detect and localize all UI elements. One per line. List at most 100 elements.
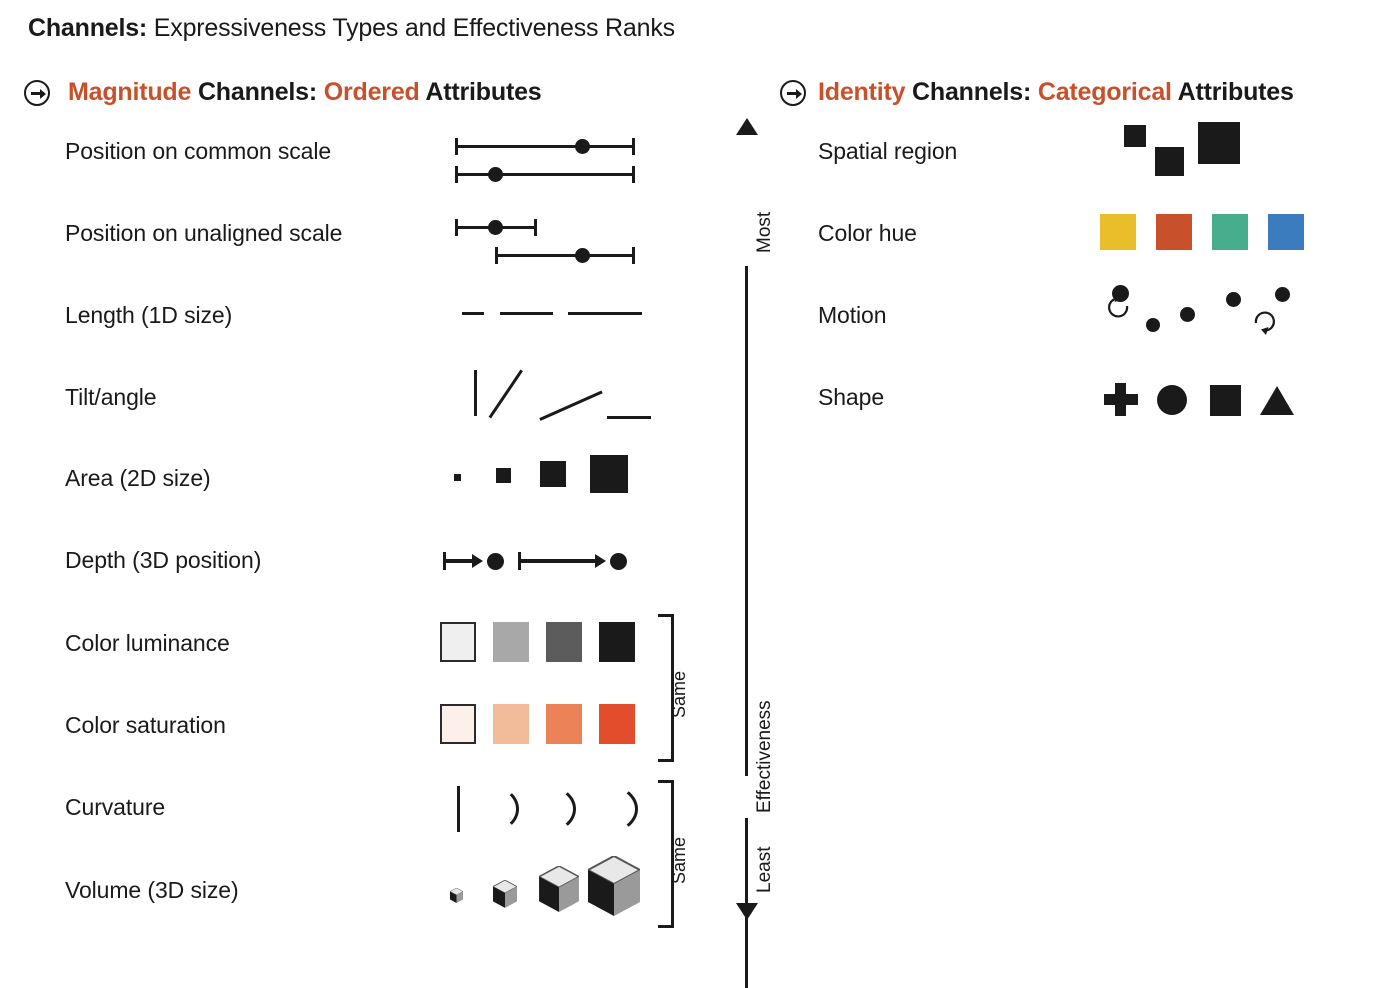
triangle-down-icon — [736, 903, 758, 920]
axis-label-effectiveness: Effectiveness — [754, 700, 775, 813]
square-icon — [1210, 385, 1241, 416]
row-label-length: Length (1D size) — [65, 302, 233, 328]
unaligned-cap-left-2 — [495, 247, 499, 264]
row-label-curvature: Curvature — [65, 794, 166, 820]
unaligned-cap-right-1 — [534, 219, 538, 236]
circled-arrow-right-icon — [780, 80, 806, 106]
header-mid-channels: Channels: — [905, 78, 1038, 106]
magnitude-channels-header: Magnitude Channels: Ordered Attributes — [68, 78, 542, 107]
row-label-tilt-angle: Tilt/angle — [65, 384, 157, 410]
header-accent-magnitude: Magnitude — [68, 78, 192, 106]
header-accent-ordered: Ordered — [323, 78, 420, 106]
page-title-rest: Expressiveness Types and Effectiveness R… — [147, 14, 675, 42]
glyph-shape — [1100, 380, 1300, 420]
axis-label-least: Least — [754, 846, 775, 893]
glyph-position-unaligned-scale — [455, 210, 645, 265]
row-label-motion: Motion — [818, 302, 887, 328]
row-label-volume: Volume (3D size) — [65, 877, 239, 903]
glyph-color-saturation — [440, 704, 640, 748]
luminance-swatch-1 — [440, 622, 476, 662]
arrow-shaft — [31, 92, 42, 96]
depth-cap-2 — [518, 552, 522, 570]
glyph-motion — [1100, 282, 1310, 354]
tilt-line-vertical — [474, 370, 478, 416]
scale-line-2 — [457, 173, 635, 177]
saturation-swatch-2 — [493, 704, 529, 744]
volume-cube-2 — [492, 879, 518, 913]
length-line-long — [568, 312, 642, 316]
row-label-depth: Depth (3D position) — [65, 547, 262, 573]
circled-arrow-right-icon — [24, 80, 50, 106]
glyph-position-common-scale — [455, 128, 645, 183]
length-line-short — [462, 312, 484, 316]
bracket-bar — [671, 780, 674, 928]
scale-dot-2 — [488, 167, 503, 182]
curvature-arc-1 — [493, 786, 519, 832]
axis-spine-upper — [745, 266, 749, 776]
curvature-arc-2 — [544, 784, 576, 834]
area-square-1 — [454, 474, 461, 481]
spatial-square-1 — [1124, 125, 1146, 147]
motion-dot-2 — [1146, 318, 1160, 332]
depth-shaft-1 — [445, 559, 475, 563]
scale-cap-left-2 — [455, 166, 459, 183]
scale-dot-1 — [575, 139, 590, 154]
volume-cube-1 — [449, 887, 464, 908]
row-label-color-hue: Color hue — [818, 220, 917, 246]
scale-line-1 — [457, 145, 635, 149]
glyph-area-2d — [450, 450, 645, 502]
bracket-top-tick — [658, 780, 674, 783]
unaligned-dot-2 — [575, 248, 590, 263]
glyph-depth-3d — [443, 545, 643, 579]
tilt-line-horizontal — [607, 416, 651, 420]
identity-channels-header: Identity Channels: Categorical Attribute… — [818, 78, 1294, 107]
depth-shaft-2 — [520, 559, 599, 563]
row-label-spatial-region: Spatial region — [818, 138, 958, 164]
unaligned-cap-left-1 — [455, 219, 459, 236]
volume-cube-4 — [585, 854, 643, 921]
row-label-position-common-scale: Position on common scale — [65, 138, 332, 164]
glyph-length — [462, 300, 642, 330]
curvature-straight — [457, 786, 461, 832]
arrow-head — [40, 88, 46, 99]
tilt-line-steep — [488, 369, 524, 419]
bracket-label-same: Same — [669, 836, 689, 884]
arrow-shaft — [787, 92, 798, 96]
saturation-swatch-4 — [599, 704, 635, 744]
depth-arrowhead-2 — [595, 553, 606, 568]
motion-dot-3 — [1180, 307, 1195, 322]
effectiveness-axis: Most Effectiveness Least — [726, 118, 775, 988]
bracket-bottom-tick — [658, 759, 674, 762]
glyph-color-hue — [1100, 214, 1304, 254]
depth-cap-1 — [443, 552, 447, 570]
axis-label-most: Most — [754, 211, 775, 253]
depth-dot-2 — [610, 553, 627, 570]
saturation-swatch-3 — [546, 704, 582, 744]
circle-icon — [1157, 385, 1187, 415]
triangle-icon — [1260, 386, 1294, 415]
hue-swatch-2 — [1156, 214, 1192, 250]
header-accent-categorical: Categorical — [1037, 78, 1172, 106]
row-label-position-unaligned-scale: Position on unaligned scale — [65, 220, 343, 246]
arrow-head — [796, 88, 802, 99]
tilt-line-shallow — [539, 390, 603, 422]
motion-rotation-arrow-icon-1 — [1105, 293, 1135, 328]
row-label-area: Area (2D size) — [65, 465, 211, 491]
luminance-swatch-4 — [599, 622, 635, 662]
scale-cap-right-2 — [632, 166, 636, 183]
row-label-shape: Shape — [818, 384, 885, 410]
scale-cap-left-1 — [455, 138, 459, 155]
hue-swatch-3 — [1212, 214, 1248, 250]
glyph-volume-3d — [445, 854, 643, 921]
depth-dot-1 — [487, 553, 504, 570]
motion-rotation-arrow-icon-2 — [1248, 306, 1278, 341]
area-square-4 — [590, 455, 628, 493]
unaligned-cap-right-2 — [632, 247, 636, 264]
area-square-3 — [540, 461, 566, 487]
luminance-swatch-2 — [493, 622, 529, 662]
header-accent-identity: Identity — [818, 78, 906, 106]
length-line-medium — [500, 312, 553, 316]
row-label-color-saturation: Color saturation — [65, 712, 226, 738]
plus-icon-vertical — [1115, 383, 1126, 416]
curvature-arc-3 — [600, 782, 638, 836]
